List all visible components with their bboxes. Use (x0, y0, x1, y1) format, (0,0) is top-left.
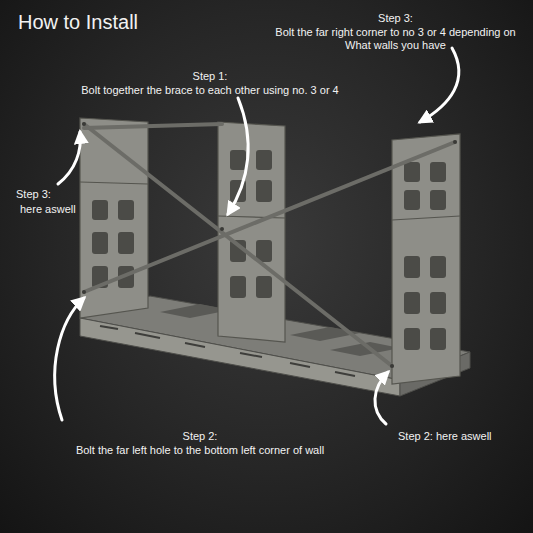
step-heading: Step 2: (60, 430, 340, 443)
step-note: Step 2: here aswell (398, 430, 528, 443)
wall-panels (80, 118, 460, 384)
pointer-arrows (55, 48, 459, 424)
step-instruction: here aswell (20, 203, 110, 216)
step-heading: Step 3: (268, 12, 523, 25)
step-heading: Step 1: (80, 70, 340, 83)
bolt-holes (82, 122, 457, 368)
cross-braces (84, 124, 455, 366)
page-title: How to Install (18, 10, 138, 34)
step-instruction: Bolt the far right corner to no 3 or 4 d… (268, 26, 523, 52)
step-instruction: Bolt the far left hole to the bottom lef… (10, 444, 390, 457)
step-instruction: Bolt together the brace to each other us… (30, 84, 390, 97)
panel-cutouts (92, 150, 446, 350)
step-heading: Step 3: (16, 188, 86, 201)
